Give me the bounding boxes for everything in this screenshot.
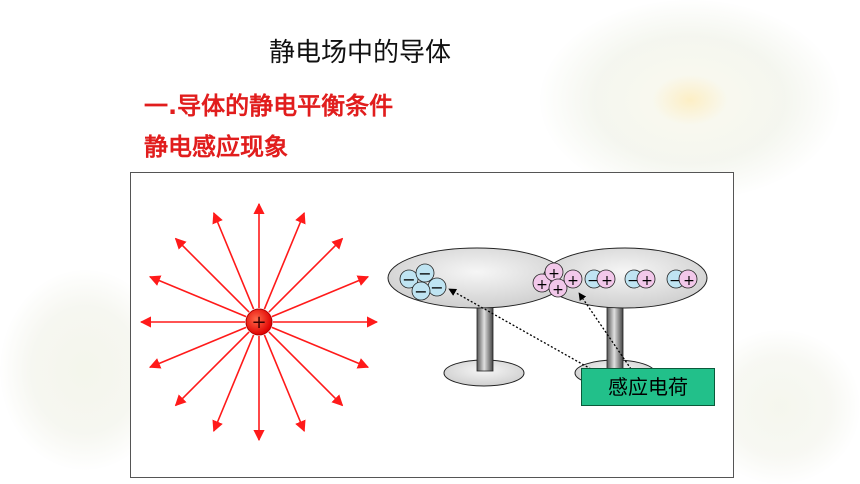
field-line-arrow	[271, 326, 370, 369]
pointer-to-positive	[578, 292, 632, 370]
pointer-to-negative	[448, 288, 592, 370]
dipole-positive-sign: +	[683, 273, 695, 289]
positive-charge	[563, 269, 583, 289]
field-line-arrow	[174, 331, 250, 407]
negative-charge	[415, 263, 435, 283]
polarized-dipoles: − + − + − +	[584, 269, 698, 289]
dipole-positive-sign: +	[601, 273, 613, 289]
induced-charge-label: 感应电荷	[581, 368, 715, 406]
background-flower-image	[540, 0, 840, 200]
dipole-positive	[636, 269, 656, 289]
field-line-arrow	[271, 275, 370, 318]
section-heading: 一.导体的静电平衡条件	[144, 92, 394, 120]
field-line-arrow	[268, 237, 344, 313]
negative-charge-sign: −	[402, 270, 415, 289]
field-line-arrow	[263, 211, 306, 310]
field-line-arrow	[263, 334, 306, 433]
dipole-negative-sign: −	[587, 273, 599, 289]
negative-charge-sign: −	[430, 278, 443, 297]
dipole-negative-sign: −	[669, 273, 681, 289]
induction-figure: + − − − −	[130, 172, 734, 478]
induction-diagram: + − − − −	[139, 202, 708, 442]
field-line-arrow	[268, 331, 344, 407]
stand-post-right	[606, 300, 624, 372]
positive-charge-sign: +	[567, 273, 579, 289]
field-line-arrow	[148, 275, 247, 318]
induced-positive-charges: + + + +	[532, 262, 583, 298]
section-subheading: 静电感应现象	[144, 133, 288, 161]
dipole-negative-sign: −	[627, 273, 639, 289]
induced-negative-charges: − − − −	[399, 263, 447, 301]
source-charge	[245, 308, 273, 336]
positive-charge-sign: +	[548, 266, 560, 282]
dipole-positive-sign: +	[641, 273, 653, 289]
dipole-positive	[596, 269, 616, 289]
field-line-arrow	[148, 326, 247, 369]
field-line-arrow	[174, 237, 250, 313]
source-charge-sign: +	[251, 312, 266, 333]
negative-charge-sign: −	[414, 282, 427, 301]
stand-post-left	[476, 300, 494, 372]
field-line-arrow	[212, 334, 255, 433]
positive-charge	[548, 278, 568, 298]
slide-title: 静电场中的导体	[268, 38, 451, 68]
positive-charge-sign: +	[552, 282, 564, 298]
field-line-arrow	[212, 211, 255, 310]
positive-charge-sign: +	[536, 277, 548, 293]
electric-field-lines	[139, 202, 379, 442]
negative-charge-sign: −	[418, 264, 431, 283]
negative-charge	[411, 281, 431, 301]
dipole-positive	[678, 269, 698, 289]
